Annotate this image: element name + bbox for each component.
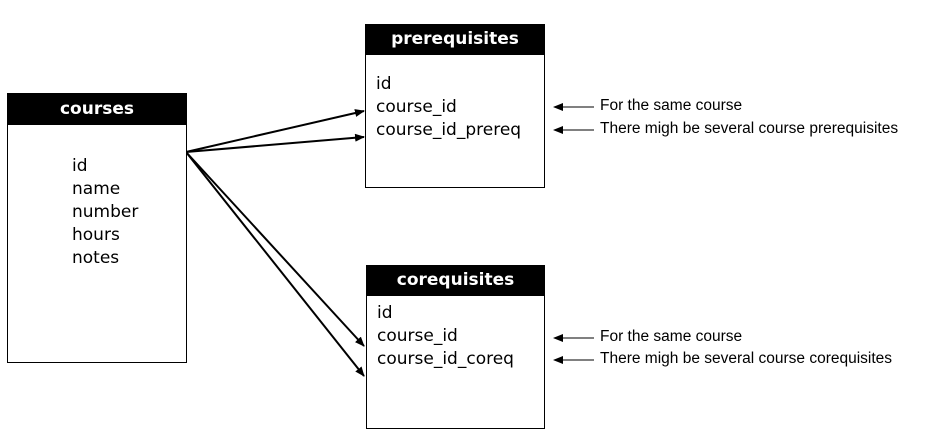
arrow-courses-to-coreq-course-id-coreq — [185, 151, 365, 377]
courses-field-hours: hours — [72, 225, 120, 245]
prereq-field-course-id-prereq: course_id_prereq — [376, 120, 522, 140]
courses-field-name: name — [72, 179, 121, 199]
note-prereq-course-id-prereq: There migh be several course prerequisit… — [600, 120, 899, 137]
courses-table-header: courses — [7, 93, 187, 125]
prerequisites-table-header: prerequisites — [365, 24, 545, 55]
courses-field-number: number — [72, 202, 139, 222]
coreq-field-id: id — [377, 303, 393, 323]
coreq-field-course-id: course_id — [377, 326, 458, 346]
note-coreq-course-id: For the same course — [600, 328, 743, 345]
courses-field-id: id — [72, 156, 88, 176]
arrow-courses-to-prereq-course-id — [185, 109, 365, 153]
prereq-field-id: id — [376, 74, 392, 94]
prereq-field-course-id: course_id — [376, 97, 457, 117]
note-prereq-course-id: For the same course — [600, 97, 743, 114]
note-coreq-course-id-coreq: There migh be several course corequisite… — [600, 350, 893, 367]
arrow-courses-to-prereq-course-id-prereq — [185, 133, 365, 153]
courses-field-notes: notes — [72, 248, 120, 268]
coreq-field-course-id-coreq: course_id_coreq — [377, 349, 514, 369]
corequisites-table-header: corequisites — [366, 265, 545, 296]
arrow-courses-to-coreq-course-id — [185, 151, 365, 347]
